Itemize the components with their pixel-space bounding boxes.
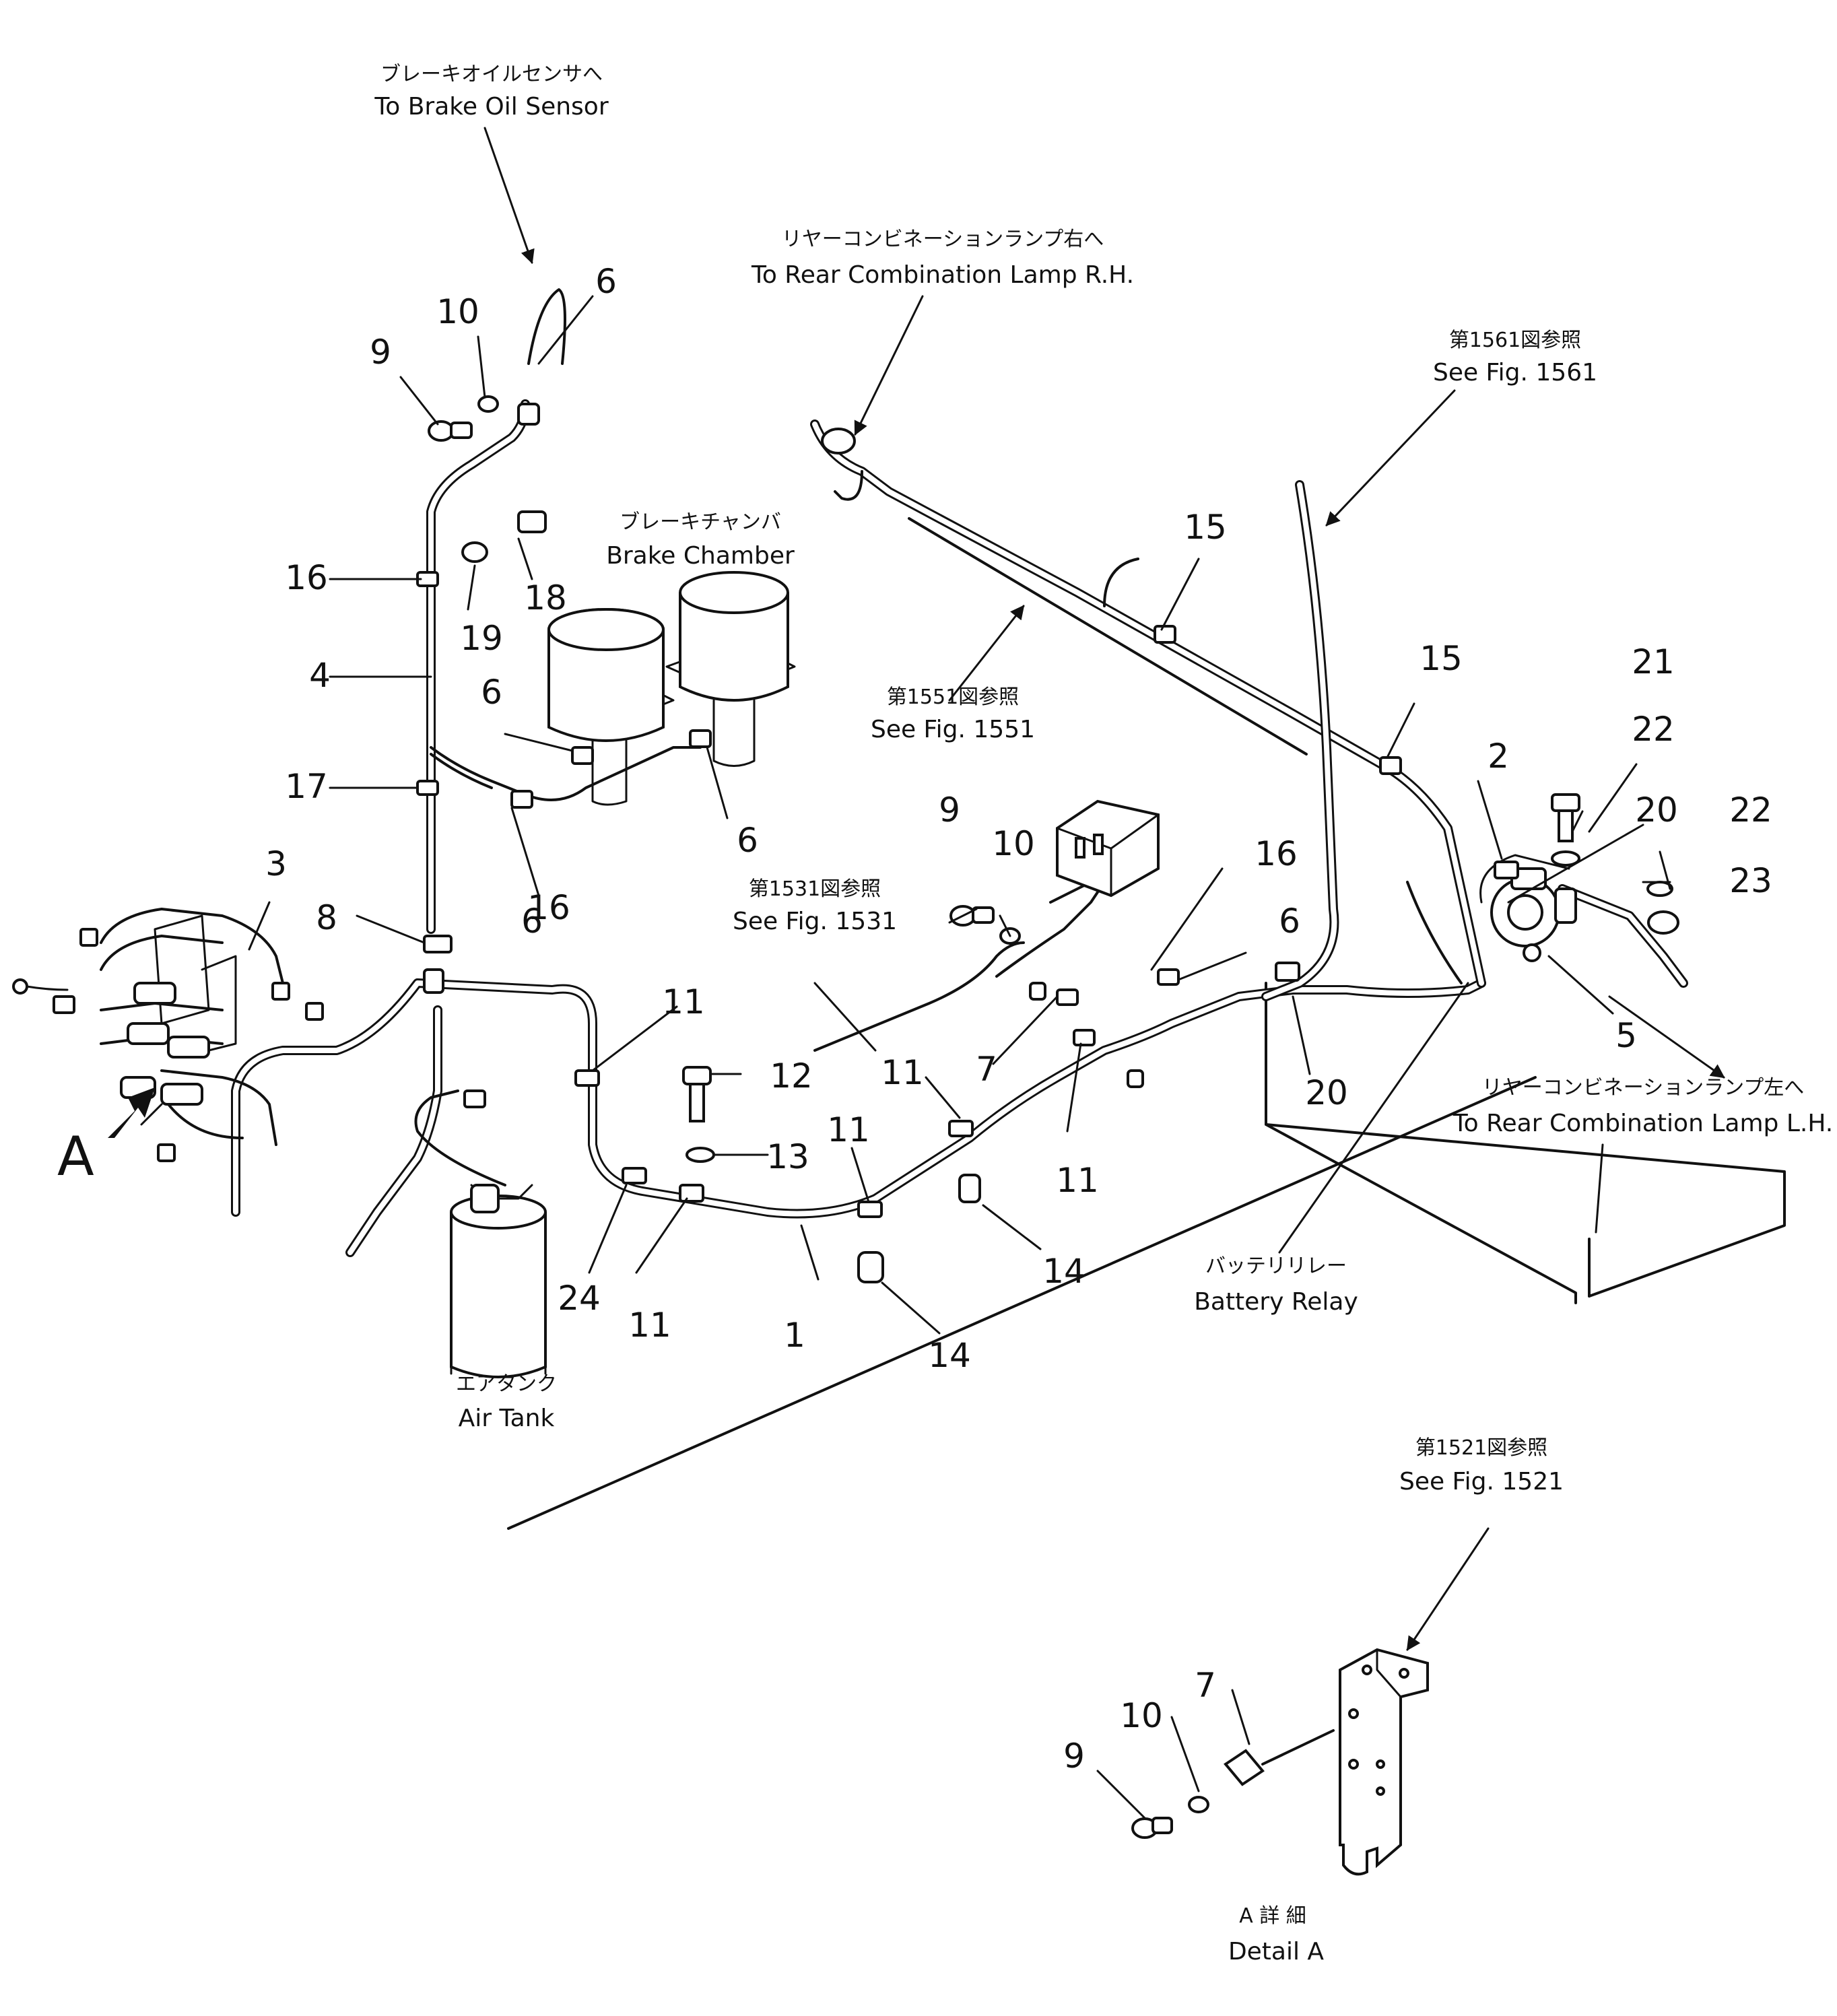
label-brake-oil-sensor-en: To Brake Oil Sensor [374,93,608,121]
label-brake-chamber-jp: ブレーキチャンバ [620,510,781,534]
label-battery-relay-jp: バッテリリレー [1205,1254,1347,1278]
callout-9b: 9 [939,791,960,830]
callout-10b: 10 [992,824,1035,863]
label-air-tank-jp: エアタンク [456,1372,557,1396]
label-rear-lamp-rh-en: To Rear Combination Lamp R.H. [751,261,1134,289]
callout-1: 1 [784,1316,805,1355]
callout-4: 4 [309,656,331,695]
label-detail-a-jp: A 詳 細 [1239,1904,1306,1928]
label-rear-lamp-lh-jp: リヤーコンビネーションランプ左へ [1482,1076,1805,1100]
air-tank [414,1089,547,1378]
label-detail-a-en: Detail A [1228,1938,1324,1965]
part-callouts: 1 2 3 4 5 6 6 6 6 6 7 7 8 9 9 9 10 10 10… [265,262,1772,1776]
callout-21: 21 [1632,642,1675,681]
callout-11b: 11 [881,1053,924,1092]
callout-12: 12 [770,1056,813,1096]
callout-15a: 15 [1184,508,1227,547]
callout-14a: 14 [1042,1252,1086,1291]
label-fig1531-jp: 第1531図参照 [749,877,881,901]
main-harness [231,978,1486,1219]
callout-10c: 10 [1120,1696,1163,1735]
floor-outline [507,982,1786,1530]
callout-7a: 7 [976,1050,997,1089]
callout-11d: 11 [1056,1161,1099,1200]
callout-20b: 20 [1305,1073,1348,1112]
hardware-parts [416,395,1679,1839]
callout-6c: 6 [737,821,758,860]
callout-22b: 22 [1729,791,1772,830]
callout-3: 3 [265,844,287,883]
callout-10a: 10 [436,292,479,331]
label-rear-lamp-rh-jp: リヤーコンビネーションランプ右へ [782,228,1104,251]
annotation-labels: ブレーキオイルセンサへ To Brake Oil Sensor リヤーコンビネー… [57,63,1833,1965]
label-fig1551-en: See Fig. 1551 [871,716,1035,743]
label-fig1551-jp: 第1551図参照 [887,685,1019,709]
callout-6d: 6 [521,902,543,941]
callout-24: 24 [558,1279,601,1318]
callout-8: 8 [316,898,337,937]
callout-19: 19 [460,619,503,658]
callout-23: 23 [1729,861,1772,900]
label-brake-oil-sensor-jp: ブレーキオイルセンサへ [380,63,603,86]
fuse-connector-block [12,908,324,1162]
callout-17: 17 [285,767,328,806]
callout-6e: 6 [1279,902,1300,941]
brake-chamber [547,571,796,806]
brake-chamber-branch [430,746,702,801]
fig1561-harness [1261,480,1339,1001]
callout-2: 2 [1488,737,1509,776]
callout-22a: 22 [1632,710,1675,749]
callout-16c: 16 [1255,834,1298,873]
rear-lamp-rh-harness [810,419,1486,988]
label-air-tank-en: Air Tank [459,1405,555,1432]
callout-13: 13 [766,1137,809,1176]
callout-7b: 7 [1195,1666,1216,1705]
callout-14b: 14 [928,1336,971,1375]
callout-6a: 6 [595,262,617,301]
label-fig1521-en: See Fig. 1521 [1399,1468,1564,1496]
callout-9a: 9 [370,333,391,372]
callout-11e: 11 [628,1306,671,1345]
label-view-a: A [57,1125,94,1188]
detail-a-bracket [1224,1648,1429,1876]
leader-lines [140,127,1725,1819]
label-battery-relay-en: Battery Relay [1194,1288,1358,1316]
label-fig1561-jp: 第1561図参照 [1449,329,1581,352]
callout-11c: 11 [827,1110,870,1149]
fig1531-branch [813,874,1106,1052]
callout-5: 5 [1615,1016,1637,1055]
callout-16b: 16 [527,888,570,927]
label-fig1521-jp: 第1521図参照 [1415,1436,1547,1460]
callout-15b: 15 [1420,639,1463,678]
brake-oil-sensor-harness [345,288,566,1257]
label-fig1561-en: See Fig. 1561 [1433,359,1597,387]
label-rear-lamp-lh-en: To Rear Combination Lamp L.H. [1452,1110,1833,1137]
label-brake-chamber-en: Brake Chamber [606,542,795,570]
relay-box [1056,799,1160,898]
battery-relay-assembly [1479,854,1577,962]
view-a-arrow [108,1087,155,1138]
callout-18: 18 [524,578,567,617]
callout-20a: 20 [1635,791,1678,830]
callout-11a: 11 [662,982,705,1021]
callout-9c: 9 [1063,1737,1085,1776]
label-fig1531-en: See Fig. 1531 [733,908,897,935]
callout-6b: 6 [481,673,502,712]
callout-16a: 16 [285,558,328,597]
